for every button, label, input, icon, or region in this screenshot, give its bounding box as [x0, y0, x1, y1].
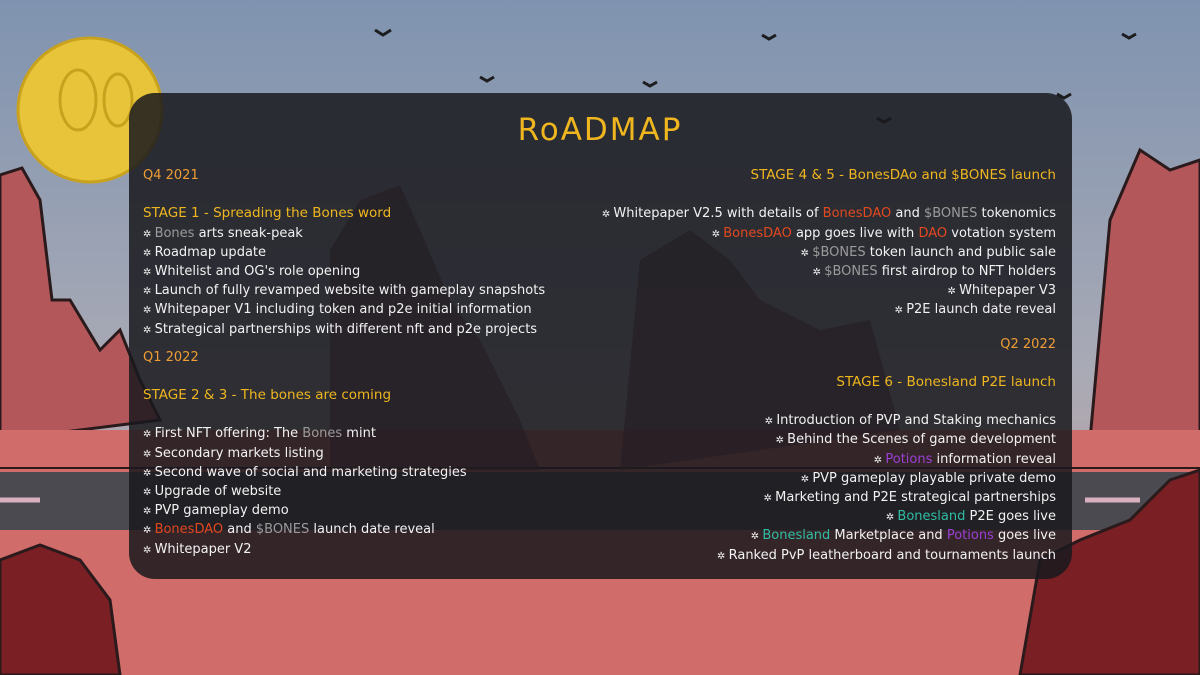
list-item: Secondary markets listing: [143, 444, 545, 463]
list-item: PVP gameplay demo: [143, 501, 545, 520]
list-item: Introduction of PVP and Staking mechanic…: [602, 411, 1056, 430]
list-item: Roadmap update: [143, 243, 545, 262]
item-text: goes live: [993, 528, 1056, 544]
left-column: Q4 2021 STAGE 1 - Spreading the Bones wo…: [143, 166, 545, 559]
stage-title-text: $: [951, 167, 960, 183]
list-item: BonesDAO and $BONES launch date reveal: [143, 520, 545, 539]
quarter-label-q2-2022: Q2 2022: [1000, 336, 1056, 352]
list-item: Whitepaper V2.5 with details of BonesDAO…: [602, 204, 1056, 223]
keyword-bones: Bones: [302, 426, 343, 442]
stage-4-5-title: STAGE 4 & 5 - BonesDAo and $BONES launch: [602, 166, 1056, 185]
keyword-potions: Potions: [946, 528, 994, 544]
keyword-bonesdao: BonesDAO: [822, 206, 892, 222]
list-item: Launch of fully revamped website with ga…: [143, 281, 546, 300]
keyword-bones-token: $BONES: [824, 263, 878, 279]
list-item: BonesDAO app goes live with DAO votation…: [602, 224, 1056, 243]
list-item: Whitepaper V1 including token and p2e in…: [143, 300, 545, 319]
list-item: Bonesland Marketplace and Potions goes l…: [602, 526, 1056, 545]
stage-1-title: STAGE 1 - Spreading the Bones word: [143, 205, 392, 222]
list-item: Upgrade of website: [143, 482, 545, 501]
quarter-label-q4-2021: Q4 2021: [143, 168, 199, 183]
item-text: Marketplace and: [830, 528, 947, 544]
keyword-bonesland: Bonesland: [762, 528, 831, 544]
keyword-bones: Bones: [154, 225, 195, 241]
list-item: Behind the Scenes of game development: [602, 430, 1056, 449]
item-text: Whitepaper V2.5 with details of: [613, 206, 823, 222]
quarter-label-q1-2022: Q1 2022: [143, 349, 199, 365]
keyword-bones-token: $BONES: [812, 244, 866, 260]
stage-title-text: BONES launch: [959, 167, 1056, 183]
stage-6-title: STAGE 6 - Bonesland P2E launch: [836, 373, 1056, 390]
item-text: first airdrop to NFT holders: [877, 263, 1056, 279]
list-item: P2E launch date reveal: [602, 300, 1056, 319]
item-text: arts sneak-peak: [194, 225, 303, 241]
item-text: mint: [342, 426, 376, 442]
right-column: STAGE 4 & 5 - BonesDAo and $BONES launch…: [602, 166, 1056, 565]
list-item: Ranked PvP leatherboard and tournaments …: [602, 546, 1056, 565]
item-text: votation system: [947, 225, 1056, 241]
list-item: Potions information reveal: [602, 450, 1056, 469]
list-item: $BONES token launch and public sale: [602, 243, 1056, 262]
list-item: Strategical partnerships with different …: [143, 320, 545, 339]
list-item: Whitelist and OG's role opening: [143, 262, 545, 281]
keyword-dao: DAO: [918, 225, 948, 241]
list-item: $BONES first airdrop to NFT holders: [602, 262, 1056, 281]
keyword-bonesland: Bonesland: [897, 509, 966, 525]
item-text: information reveal: [932, 451, 1057, 467]
list-item: Whitepaper V3: [602, 281, 1056, 300]
item-text: P2E goes live: [965, 509, 1057, 525]
item-text: launch date reveal: [309, 522, 435, 538]
page-title: RoADMAP: [517, 112, 683, 148]
keyword-potions: Potions: [885, 451, 933, 467]
list-item: Marketing and P2E strategical partnershi…: [602, 488, 1056, 507]
item-text: app goes live with: [791, 225, 919, 241]
stage-2-3-title: STAGE 2 & 3 - The bones are coming: [143, 387, 392, 404]
list-item: Bonesland P2E goes live: [602, 507, 1056, 526]
item-text: and: [223, 522, 256, 538]
item-text: token launch and public sale: [865, 244, 1056, 260]
keyword-bones-token: $BONES: [923, 206, 978, 222]
list-item: First NFT offering: The Bones mint: [143, 424, 545, 443]
item-text: and: [891, 206, 924, 222]
item-text: tokenomics: [977, 206, 1056, 222]
list-item: PVP gameplay playable private demo: [602, 469, 1056, 488]
keyword-bones-token: $BONES: [255, 522, 310, 538]
list-item: Whitepaper V2: [143, 540, 545, 559]
keyword-bonesdao: BonesDAO: [723, 225, 792, 241]
list-item: Second wave of social and marketing stra…: [143, 463, 545, 482]
item-text: First NFT offering: The: [154, 426, 303, 442]
keyword-bonesdao: BonesDAO: [154, 522, 224, 538]
list-item: Bones arts sneak-peak: [143, 224, 545, 243]
stage-title-text: STAGE 4 & 5 - BonesDAo and: [750, 167, 952, 183]
